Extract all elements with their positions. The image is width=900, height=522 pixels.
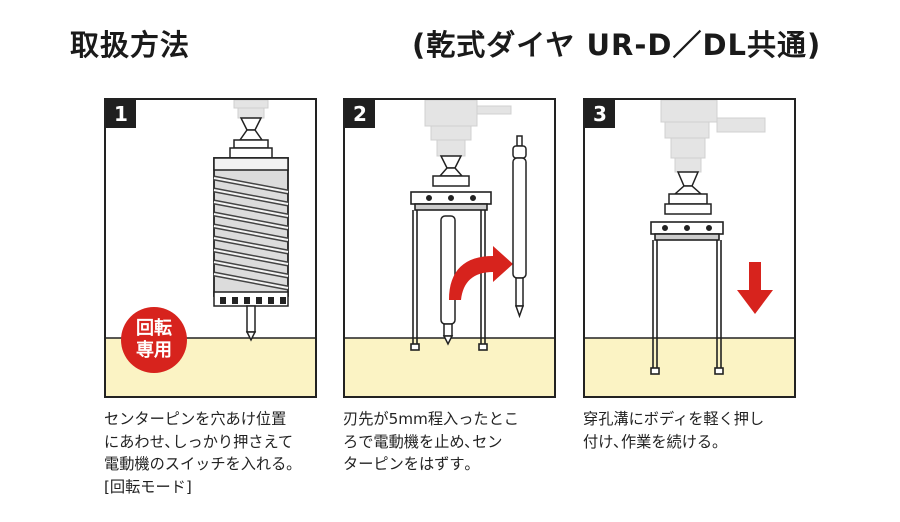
step-1-panel: 回転 専用 1 [104, 98, 317, 398]
step-3-caption: 穿孔溝にボディを軽く押し 付け､作業を続ける｡ [583, 410, 765, 451]
subtitle: (乾式ダイヤ UR-D／DL共通) [412, 28, 822, 62]
rotation-only-badge: 回転 専用 [121, 307, 187, 373]
step-3-panel: 3 [583, 98, 796, 398]
removed-center-pin-icon [512, 135, 527, 319]
center-pin-icon [245, 305, 257, 342]
step-2-panel: 2 [343, 98, 556, 398]
step-3-illustration [585, 100, 794, 396]
step-2-caption: 刃先が5mm程入ったとこ ろで電動機を止め､セン ターピンをはずす｡ [343, 410, 519, 473]
core-bit-icon [213, 157, 289, 307]
step-1-illustration: 回転 専用 [106, 100, 315, 396]
core-bit-icon [410, 191, 492, 351]
drill-chuck-icon [660, 100, 766, 173]
drill-chuck-icon [424, 100, 512, 157]
red-down-arrow-icon [737, 262, 773, 314]
ground [585, 338, 794, 396]
step-number: 1 [106, 100, 136, 128]
step-1-caption: センターピンを穴あけ位置 にあわせ､しっかり押さえて 電動機のスイッチを入れる｡… [104, 410, 294, 496]
badge-line-1: 回転 [136, 317, 172, 339]
step-number: 2 [345, 100, 375, 128]
drill-chuck-icon [233, 100, 269, 119]
badge-line-2: 専用 [136, 339, 172, 361]
step-2-illustration [345, 100, 554, 396]
core-bit-icon [650, 221, 724, 375]
step-number: 3 [585, 100, 615, 128]
title: 取扱方法 [70, 28, 191, 62]
red-curved-arrow-icon [449, 246, 513, 300]
ground [345, 338, 554, 396]
